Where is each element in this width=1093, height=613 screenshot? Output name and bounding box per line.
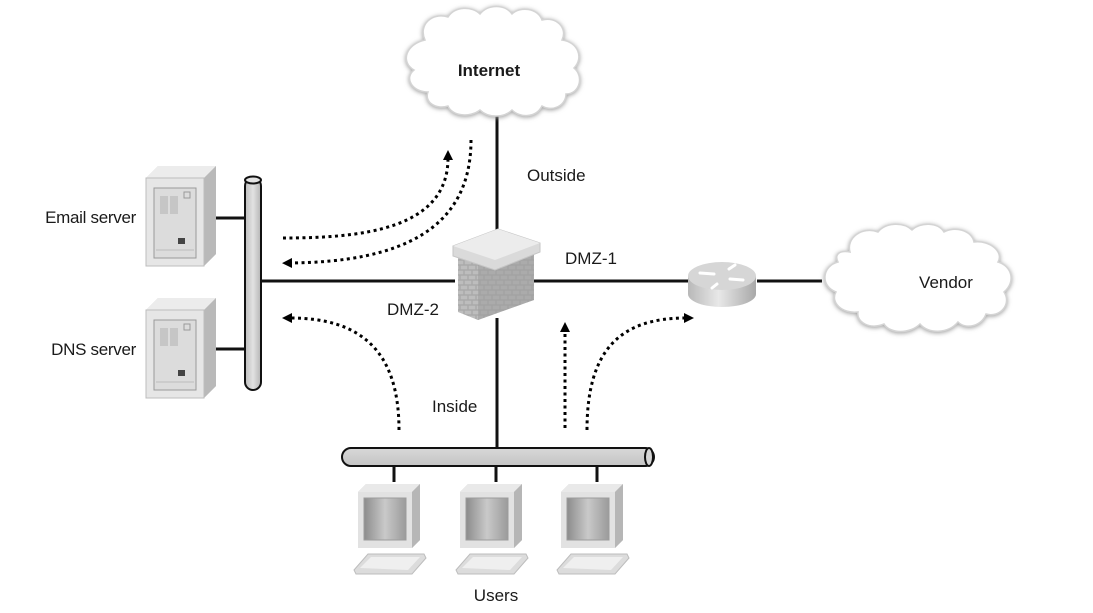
dmz-segment-pipe	[244, 175, 262, 391]
cloud-icon	[405, 5, 581, 117]
users-label: Users	[474, 586, 518, 605]
router	[688, 262, 756, 307]
server-icon	[145, 298, 216, 399]
server-icon	[145, 166, 216, 267]
internet-label: Internet	[458, 61, 521, 80]
user-segment-pipe	[341, 447, 655, 467]
firewall-icon	[452, 228, 541, 320]
workstation-icon	[353, 484, 427, 575]
flow-users-to-dmz	[282, 313, 401, 431]
user-workstation-3	[556, 484, 630, 575]
dmz1-label: DMZ-1	[565, 249, 617, 268]
outside-label: Outside	[527, 166, 586, 185]
user-workstation-2	[455, 484, 529, 575]
vendor-cloud	[824, 223, 1012, 333]
links	[216, 70, 822, 482]
router-icon	[688, 262, 756, 307]
dns-server-label: DNS server	[51, 340, 136, 359]
dns-server	[145, 298, 216, 399]
email-server-label: Email server	[45, 208, 137, 227]
flow-dmz-to-internet	[282, 150, 453, 240]
internet-cloud	[405, 5, 581, 117]
workstation-icon	[556, 484, 630, 575]
email-server	[145, 166, 216, 267]
flow-users-to-router	[585, 313, 694, 431]
workstation-icon	[455, 484, 529, 575]
firewall	[452, 228, 541, 320]
dmz2-label: DMZ-2	[387, 300, 439, 319]
traffic-flows	[282, 139, 694, 431]
inside-label: Inside	[432, 397, 477, 416]
flow-internet-to-dmz	[282, 139, 473, 268]
cloud-icon	[824, 223, 1012, 333]
user-workstation-1	[353, 484, 427, 575]
vendor-label: Vendor	[919, 273, 973, 292]
